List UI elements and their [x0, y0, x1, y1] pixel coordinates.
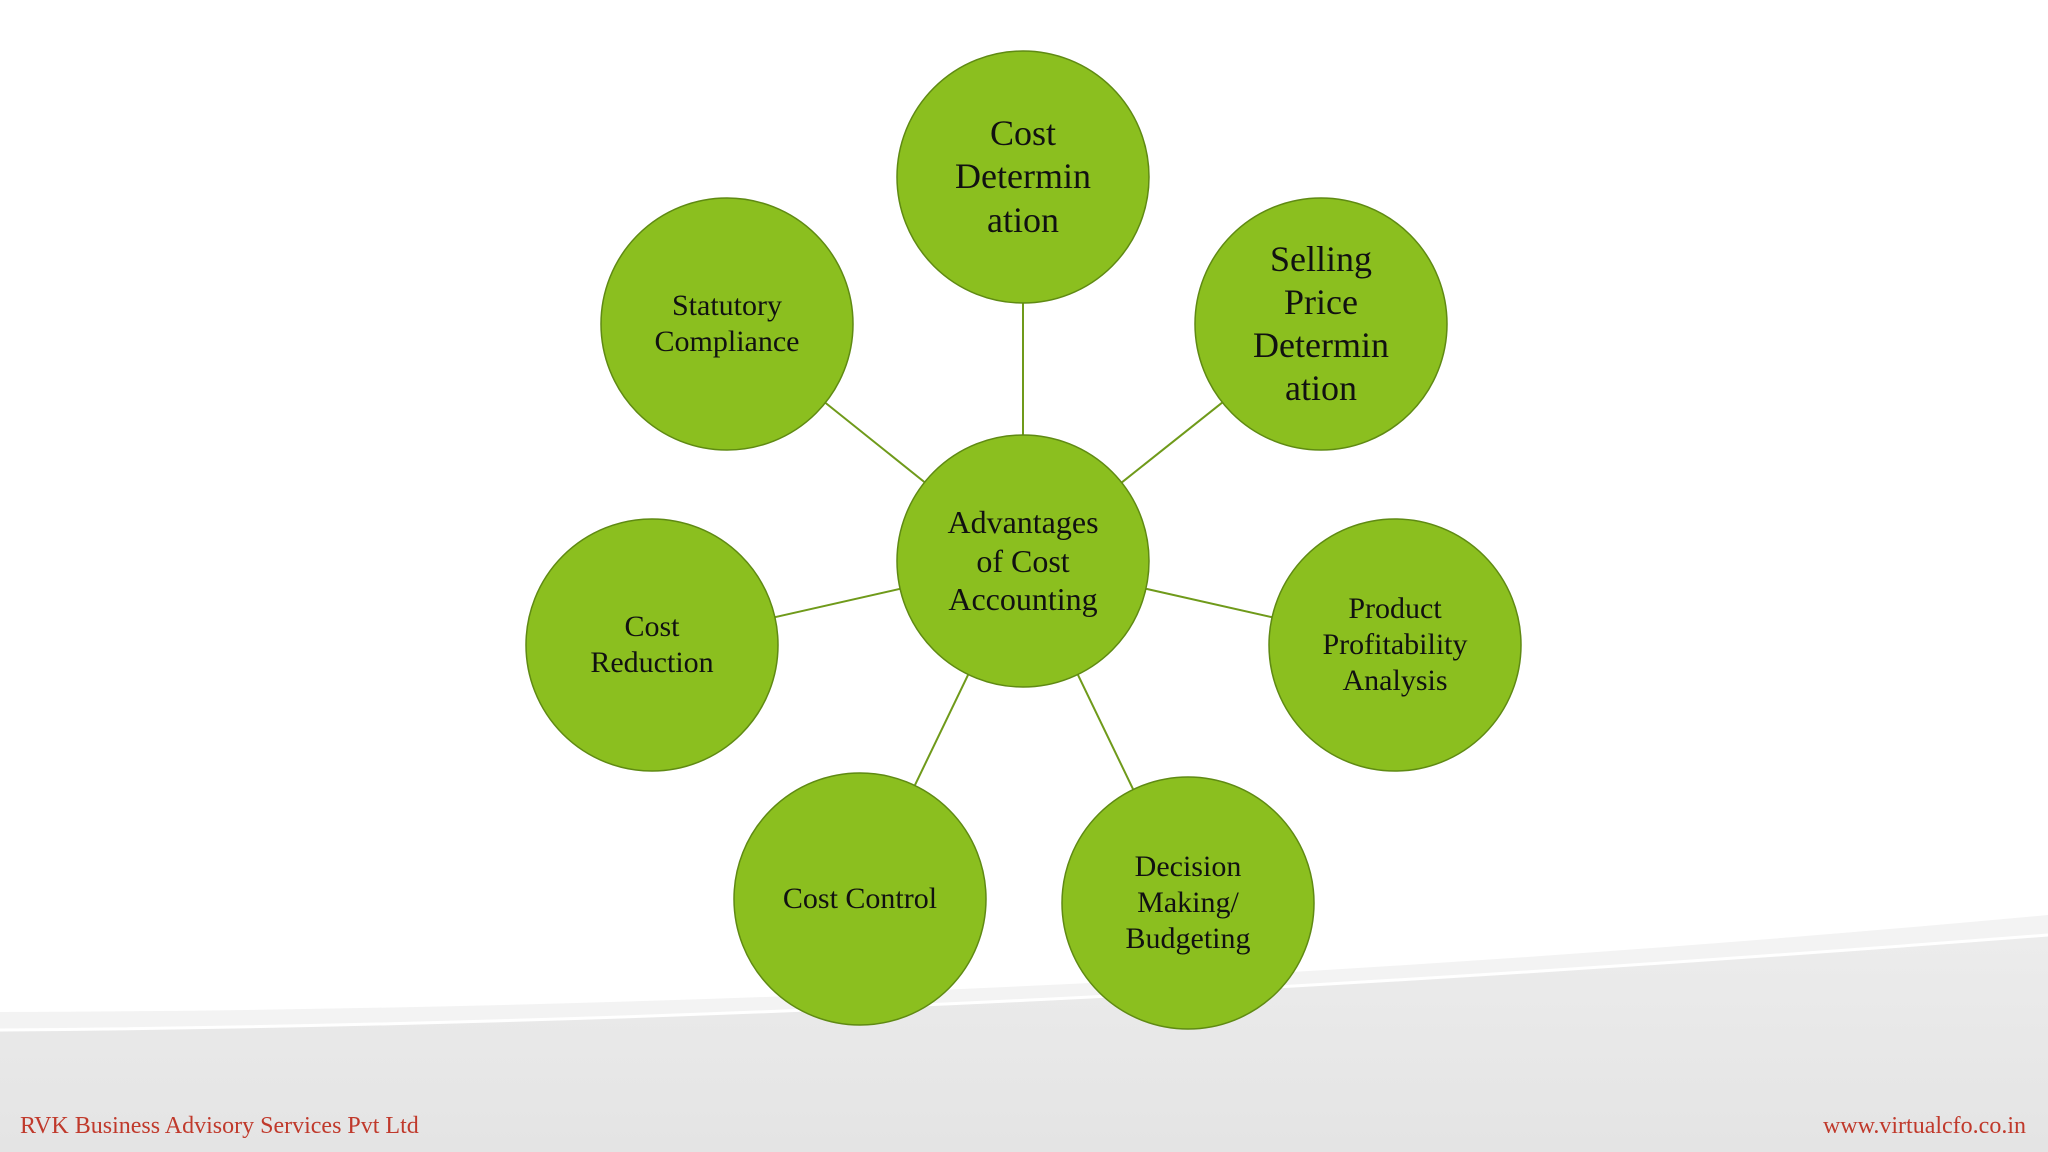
- node-cost-control-label: Cost Control: [782, 882, 938, 915]
- connector-cost-reduction: [774, 587, 901, 619]
- node-statutory-compliance-label: Statutory Compliance: [654, 289, 800, 358]
- connector-statutory-compliance: [824, 401, 926, 484]
- connector-cost-control: [913, 674, 970, 786]
- node-circles: [525, 50, 1522, 1030]
- node-decision-making-budgeting-circle: [1061, 776, 1315, 1030]
- connectors: [774, 303, 1273, 790]
- node-statutory-compliance-circle: [600, 197, 854, 451]
- node-cost-determination-circle: [896, 50, 1150, 304]
- node-decision-making-budgeting-label: Decision Making/ Budgeting: [1125, 850, 1251, 955]
- node-selling-price-determination-label: Selling Price Determin ation: [1253, 238, 1389, 409]
- node-cost-determination-label: Cost Determin ation: [955, 113, 1091, 240]
- node-cost-reduction-circle: [525, 518, 779, 772]
- node-cost-reduction-label: Cost Reduction: [590, 610, 714, 679]
- node-product-profitability-analysis-label: Product Profitability Analysis: [1322, 592, 1468, 697]
- footer-website-link[interactable]: www.virtualcfo.co.in: [1822, 1113, 2026, 1139]
- footer-company-name: RVK Business Advisory Services Pvt Ltd: [20, 1113, 419, 1139]
- center-node-circle: [896, 434, 1150, 688]
- center-node-label: Advantages of Cost Accounting: [947, 504, 1099, 618]
- connector-decision-making-budgeting: [1076, 674, 1135, 790]
- node-cost-control-circle: [733, 772, 987, 1026]
- connector-product-profitability-analysis: [1145, 587, 1273, 619]
- connector-selling-price-determination: [1120, 401, 1224, 484]
- node-selling-price-determination-circle: [1194, 197, 1448, 451]
- node-product-profitability-analysis-circle: [1268, 518, 1522, 772]
